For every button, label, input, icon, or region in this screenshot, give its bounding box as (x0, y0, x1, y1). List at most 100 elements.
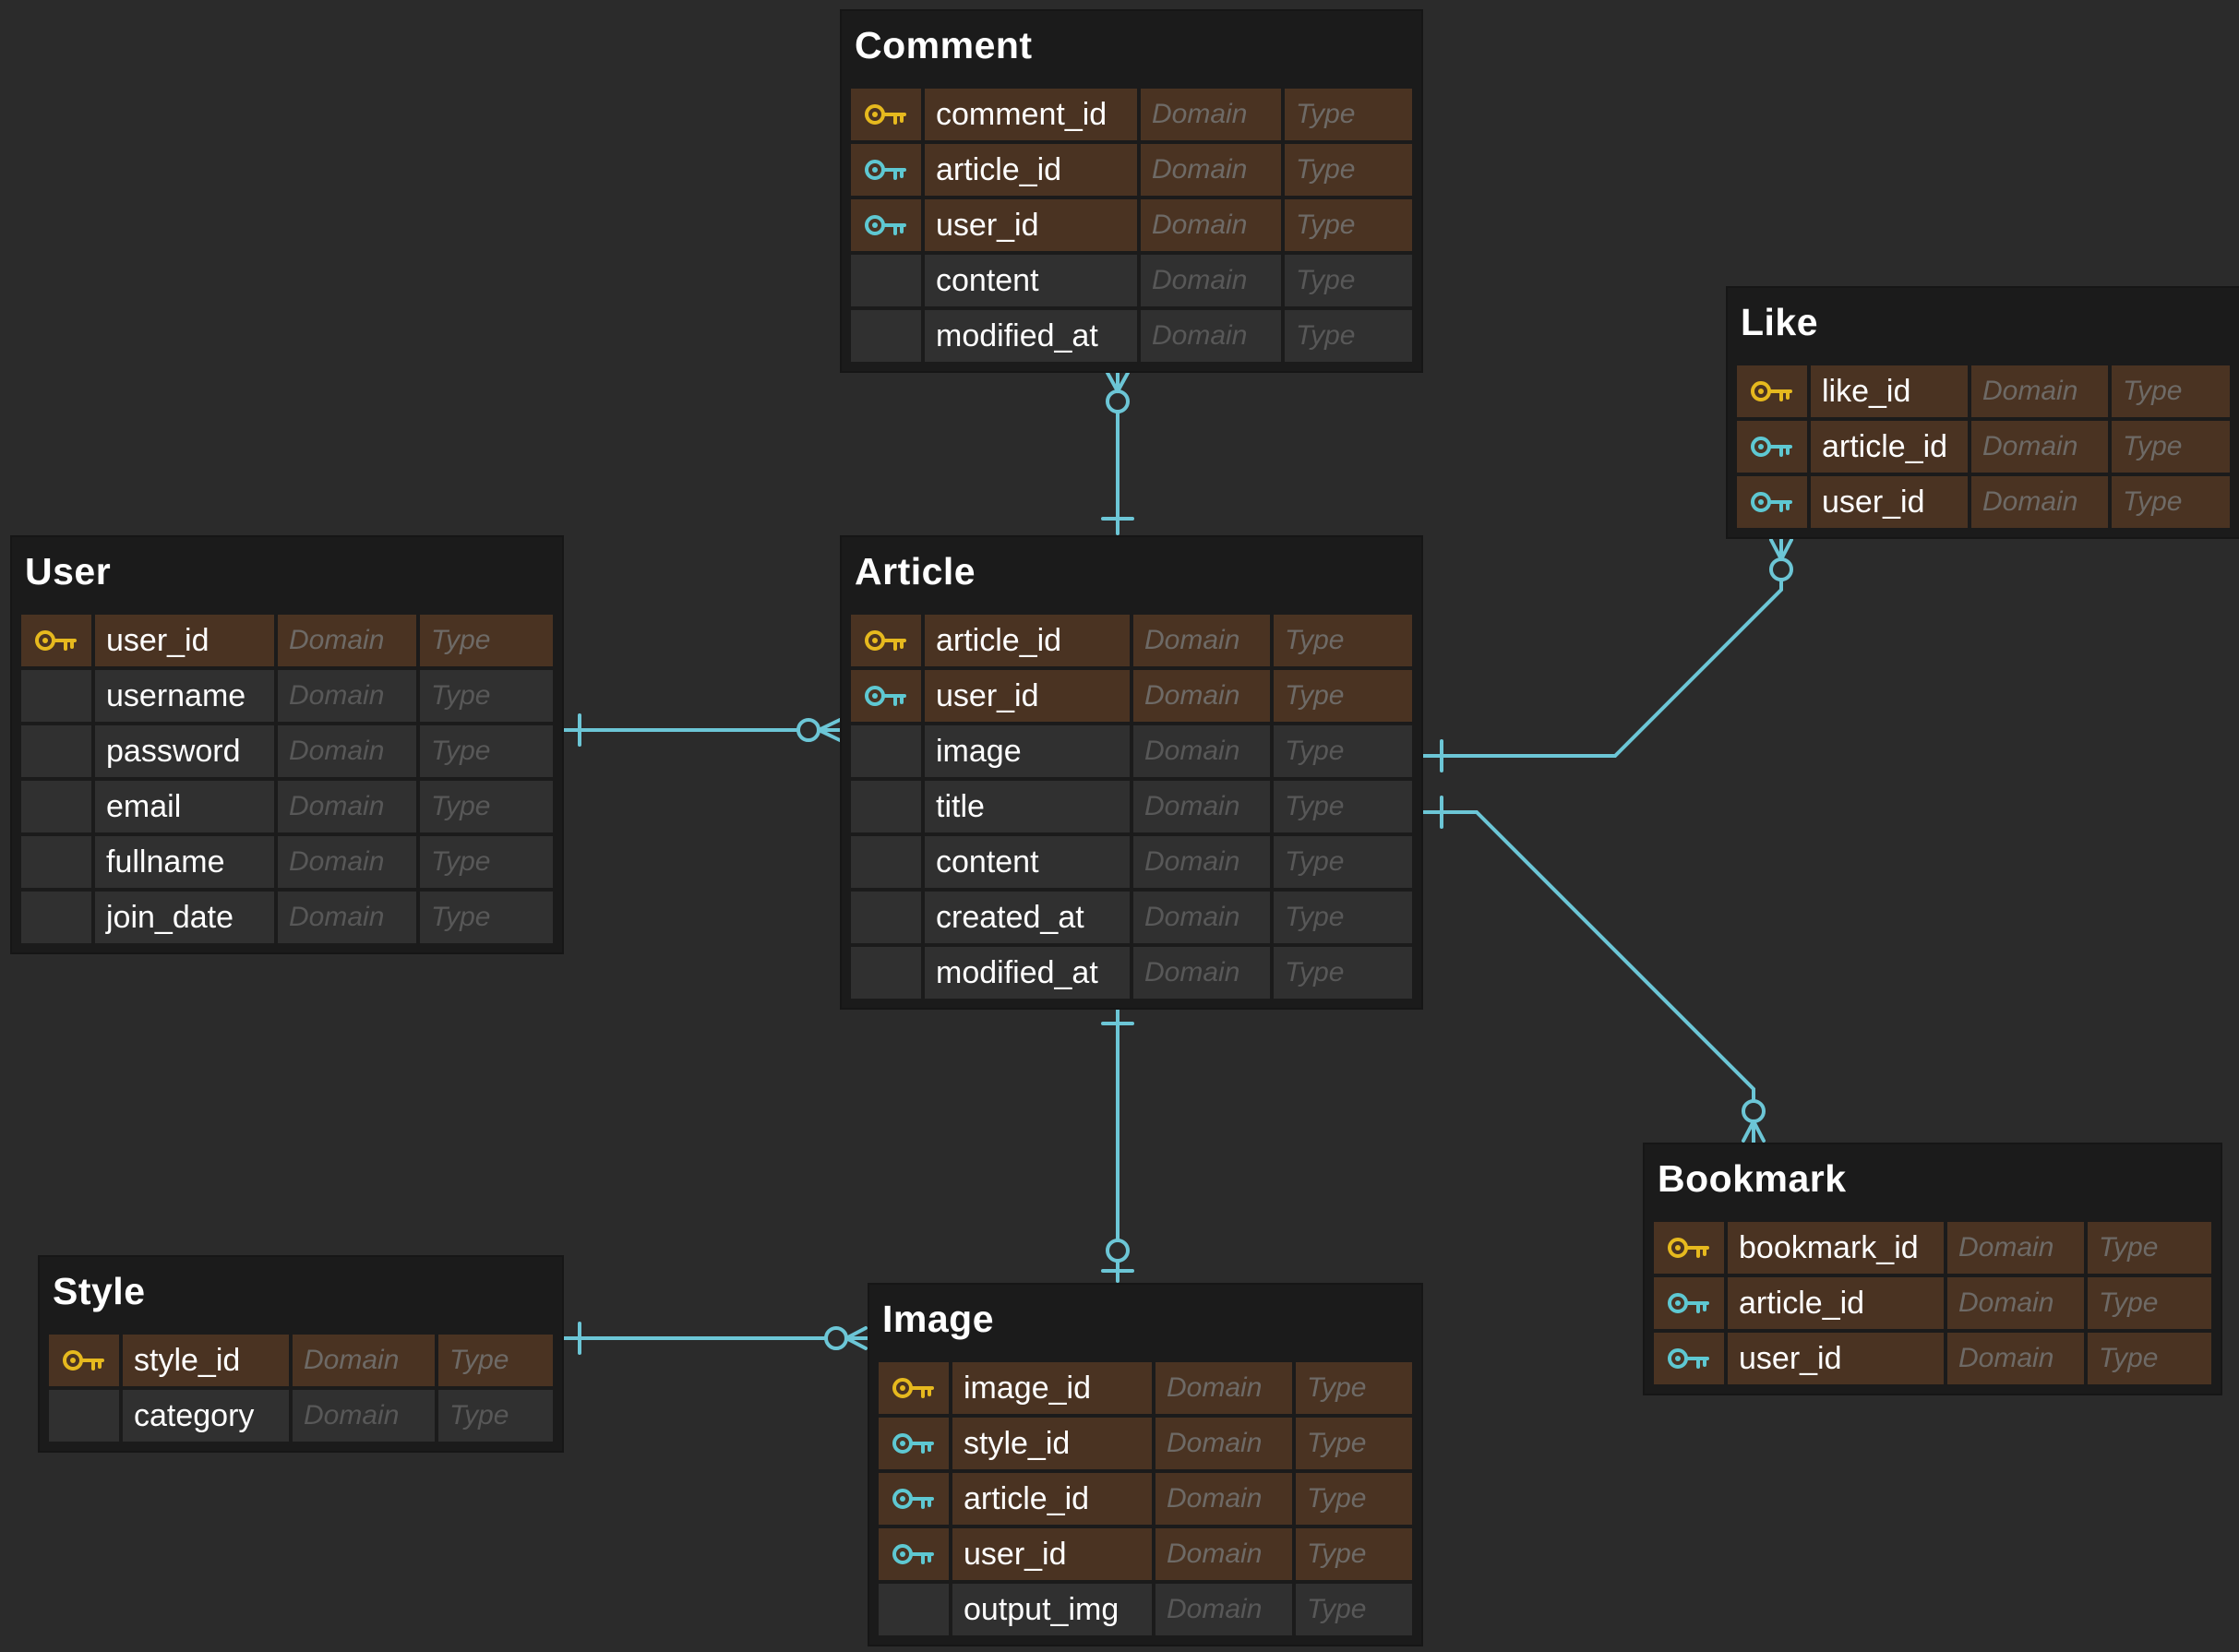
field-name[interactable]: created_at (925, 892, 1130, 943)
field-type[interactable]: Type (438, 1390, 553, 1442)
field-type[interactable]: Type (1285, 199, 1412, 251)
field-type[interactable]: Type (1296, 1528, 1412, 1580)
field-name[interactable]: article_id (1811, 421, 1968, 473)
field-domain[interactable]: Domain (1155, 1473, 1292, 1525)
field-type[interactable]: Type (420, 892, 553, 943)
field-domain[interactable]: Domain (1947, 1222, 2084, 1274)
field-domain[interactable]: Domain (1133, 947, 1270, 999)
field-type[interactable]: Type (1274, 615, 1412, 666)
field-name[interactable]: article_id (925, 615, 1130, 666)
field-name[interactable]: fullname (95, 836, 274, 888)
field-type[interactable]: Type (420, 615, 553, 666)
field-type[interactable]: Type (1285, 144, 1412, 196)
field-name[interactable]: modified_at (925, 310, 1137, 362)
field-domain[interactable]: Domain (1141, 255, 1281, 306)
field-domain[interactable]: Domain (1133, 615, 1270, 666)
field-domain[interactable]: Domain (1133, 725, 1270, 777)
field-name[interactable]: image (925, 725, 1130, 777)
field-name[interactable]: user_id (1811, 476, 1968, 528)
field-name[interactable]: output_img (952, 1584, 1152, 1635)
field-domain[interactable]: Domain (1141, 144, 1281, 196)
field-type[interactable]: Type (2112, 421, 2230, 473)
field-name[interactable]: content (925, 255, 1137, 306)
field-type[interactable]: Type (420, 725, 553, 777)
field-domain[interactable]: Domain (1971, 421, 2108, 473)
field-domain[interactable]: Domain (1971, 476, 2108, 528)
field-domain[interactable]: Domain (1947, 1277, 2084, 1329)
field-type[interactable]: Type (2112, 365, 2230, 417)
field-type[interactable]: Type (438, 1335, 553, 1386)
field-type[interactable]: Type (1285, 255, 1412, 306)
field-type[interactable]: Type (1274, 781, 1412, 832)
field-type[interactable]: Type (1274, 836, 1412, 888)
field-name[interactable]: category (123, 1390, 289, 1442)
field-name[interactable]: user_id (952, 1528, 1152, 1580)
field-name[interactable]: article_id (952, 1473, 1152, 1525)
field-type[interactable]: Type (1296, 1473, 1412, 1525)
field-type[interactable]: Type (1296, 1584, 1412, 1635)
field-domain[interactable]: Domain (293, 1390, 435, 1442)
field-type[interactable]: Type (1274, 670, 1412, 722)
field-domain[interactable]: Domain (1133, 892, 1270, 943)
field-domain[interactable]: Domain (278, 670, 416, 722)
field-domain[interactable]: Domain (278, 725, 416, 777)
field-domain[interactable]: Domain (278, 836, 416, 888)
field-type[interactable]: Type (2088, 1222, 2211, 1274)
field-domain[interactable]: Domain (1947, 1333, 2084, 1384)
field-name[interactable]: article_id (925, 144, 1137, 196)
field-type[interactable]: Type (1296, 1362, 1412, 1414)
field-domain[interactable]: Domain (1971, 365, 2108, 417)
field-type[interactable]: Type (420, 670, 553, 722)
field-domain[interactable]: Domain (1141, 89, 1281, 140)
field-name[interactable]: comment_id (925, 89, 1137, 140)
field-domain[interactable]: Domain (1133, 781, 1270, 832)
field-name[interactable]: user_id (1728, 1333, 1944, 1384)
field-type[interactable]: Type (420, 781, 553, 832)
field-domain[interactable]: Domain (1155, 1584, 1292, 1635)
field-type[interactable]: Type (1285, 310, 1412, 362)
field-type[interactable]: Type (1285, 89, 1412, 140)
field-type[interactable]: Type (2088, 1277, 2211, 1329)
field-name[interactable]: email (95, 781, 274, 832)
field-name[interactable]: style_id (952, 1418, 1152, 1469)
field-name[interactable]: password (95, 725, 274, 777)
field-type[interactable]: Type (1296, 1418, 1412, 1469)
field-domain[interactable]: Domain (278, 781, 416, 832)
field-domain[interactable]: Domain (1155, 1418, 1292, 1469)
field-domain[interactable]: Domain (278, 615, 416, 666)
field-name[interactable]: article_id (1728, 1277, 1944, 1329)
field-name[interactable]: user_id (95, 615, 274, 666)
field-name[interactable]: content (925, 836, 1130, 888)
field-name[interactable]: image_id (952, 1362, 1152, 1414)
